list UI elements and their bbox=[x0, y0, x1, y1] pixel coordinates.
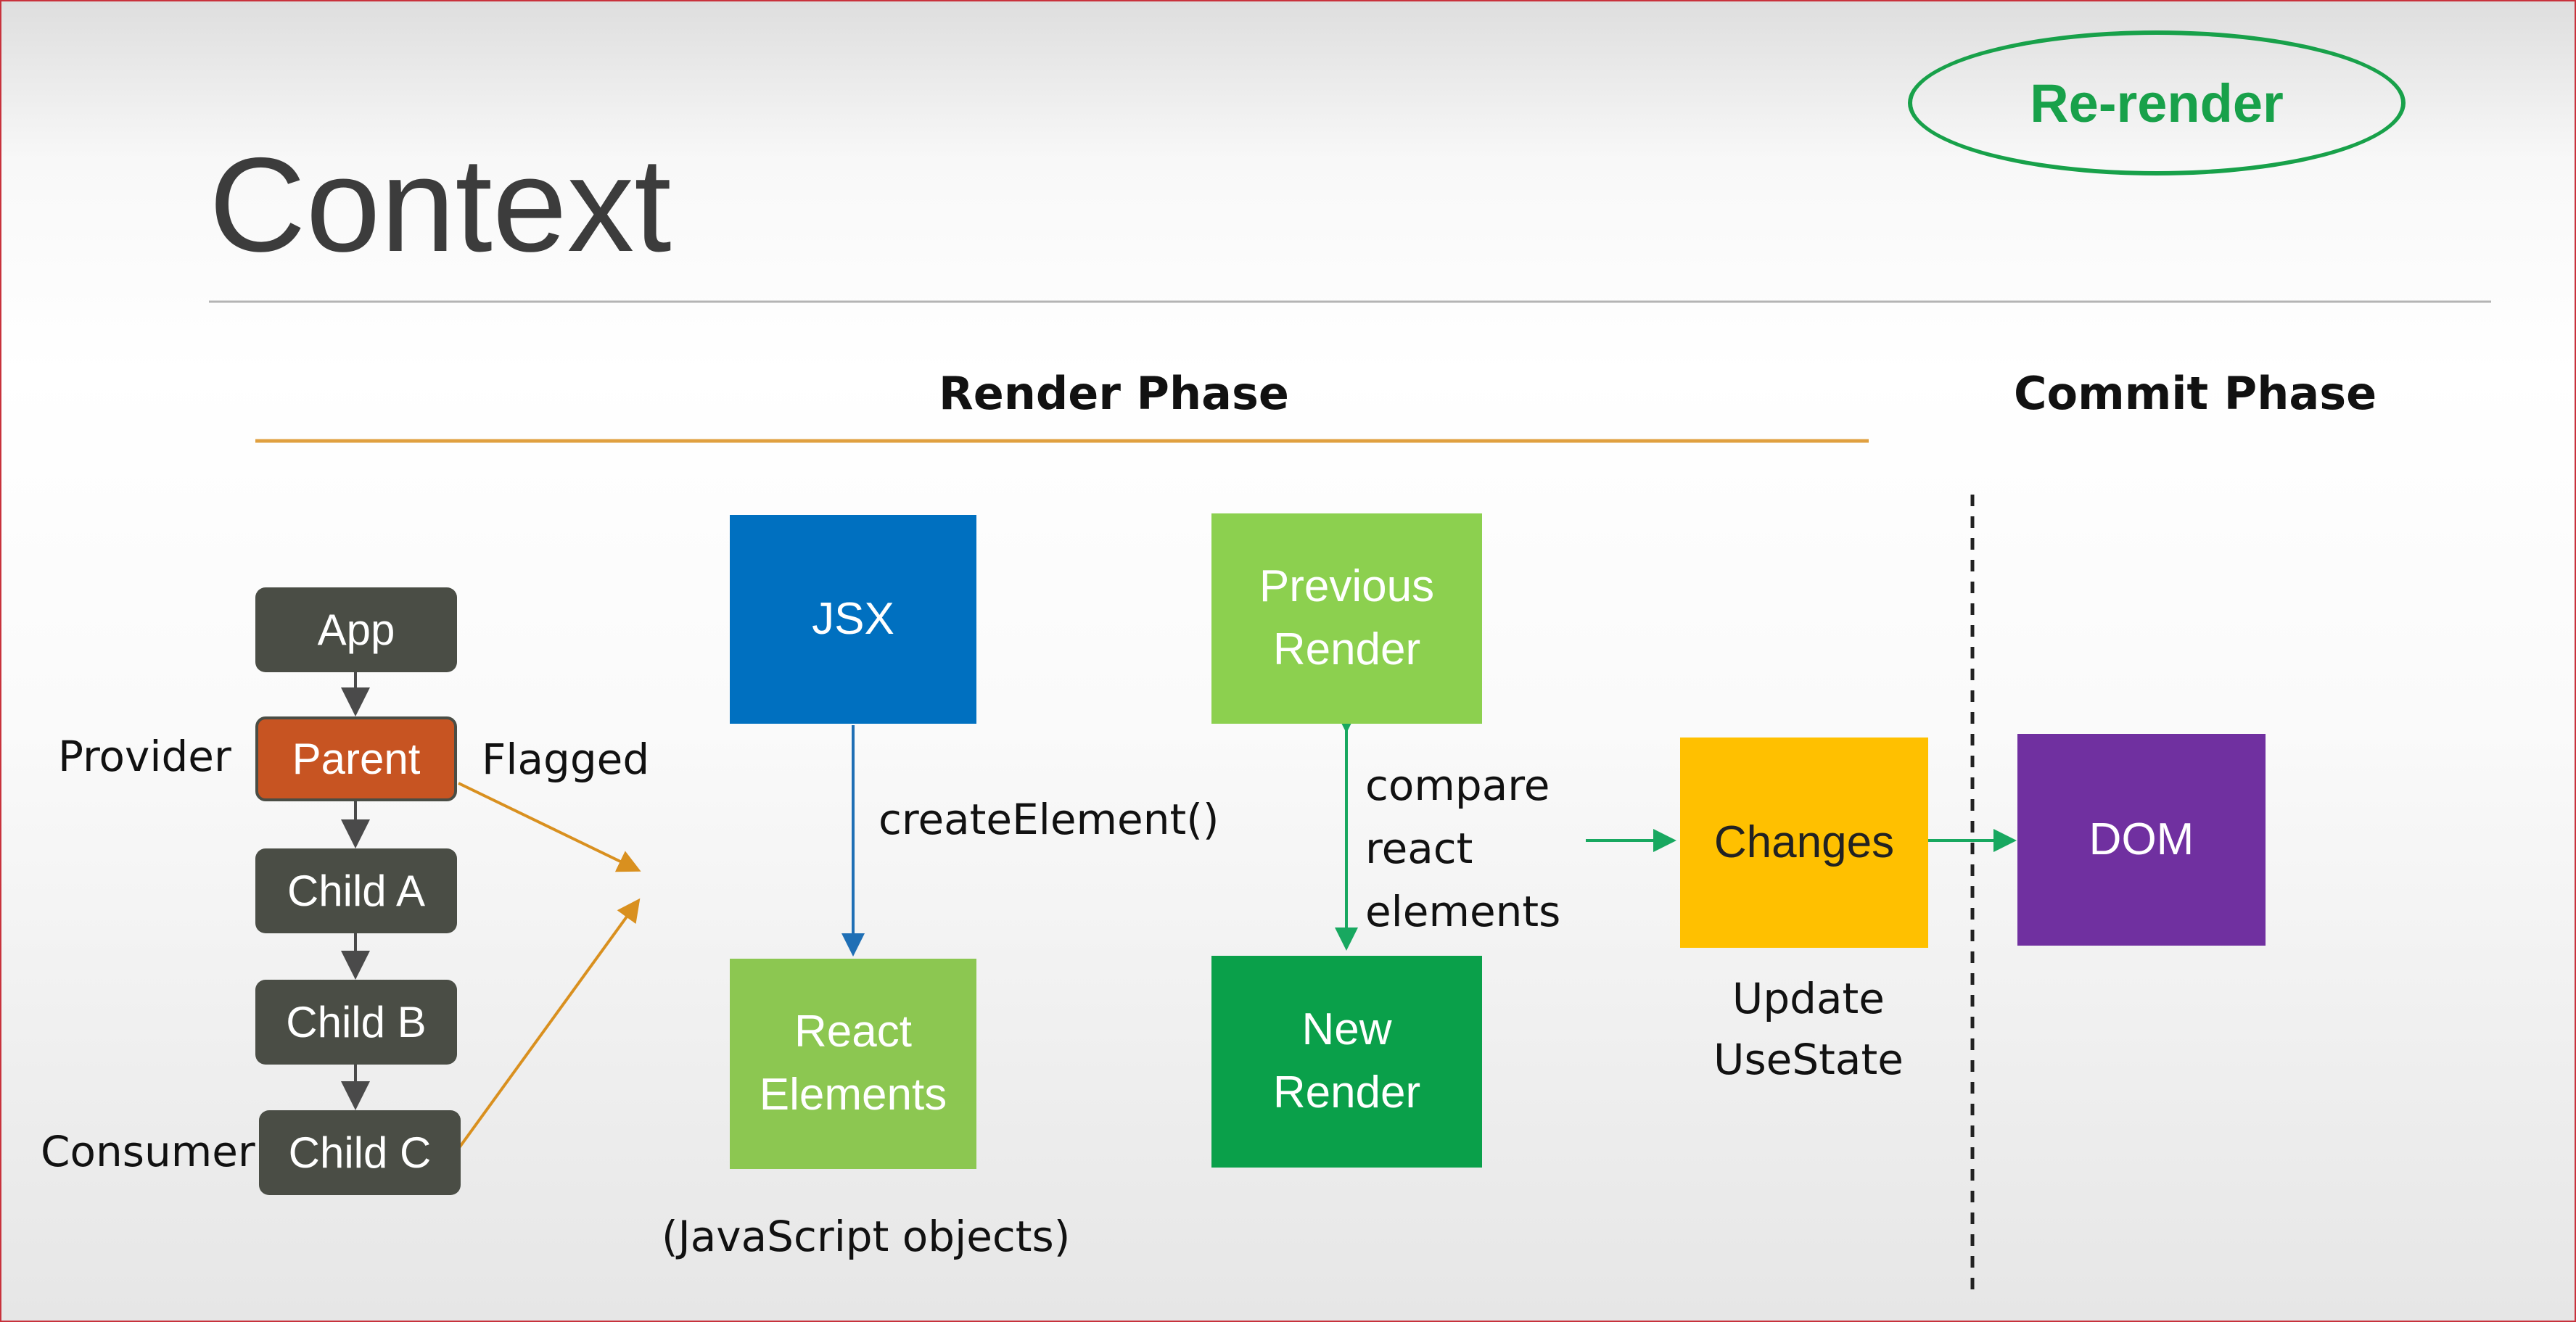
react-elements-box: React Elements bbox=[730, 959, 976, 1169]
javascript-objects-label: (JavaScript objects) bbox=[662, 1212, 1071, 1261]
consumer-arrow bbox=[457, 898, 641, 1150]
create-element-label: createElement() bbox=[878, 795, 1219, 844]
tree-node-child-a: Child A bbox=[255, 848, 457, 933]
provider-label: Provider bbox=[58, 732, 231, 781]
dom-box: DOM bbox=[2017, 734, 2266, 946]
rerender-badge: Re-render bbox=[1908, 30, 2406, 175]
tree-node-parent: Parent bbox=[255, 716, 457, 801]
consumer-label: Consumer bbox=[41, 1127, 255, 1176]
jsx-box: JSX bbox=[730, 515, 976, 724]
page-title: Context bbox=[209, 131, 672, 280]
new-render-box: New Render bbox=[1211, 956, 1482, 1168]
tree-node-child-b: Child B bbox=[255, 980, 457, 1065]
update-usestate-label: Update UseState bbox=[1713, 974, 1904, 1085]
tree-node-child-c: Child C bbox=[259, 1110, 461, 1195]
previous-render-box: Previous Render bbox=[1211, 513, 1482, 724]
tree-node-app: App bbox=[255, 587, 457, 672]
render-phase-heading: Render Phase bbox=[939, 367, 1289, 420]
changes-box: Changes bbox=[1680, 738, 1928, 948]
commit-phase-heading: Commit Phase bbox=[2014, 367, 2377, 420]
flagged-label: Flagged bbox=[482, 735, 650, 784]
flagged-arrow bbox=[458, 782, 641, 872]
compare-label: compare react elements bbox=[1365, 761, 1561, 936]
